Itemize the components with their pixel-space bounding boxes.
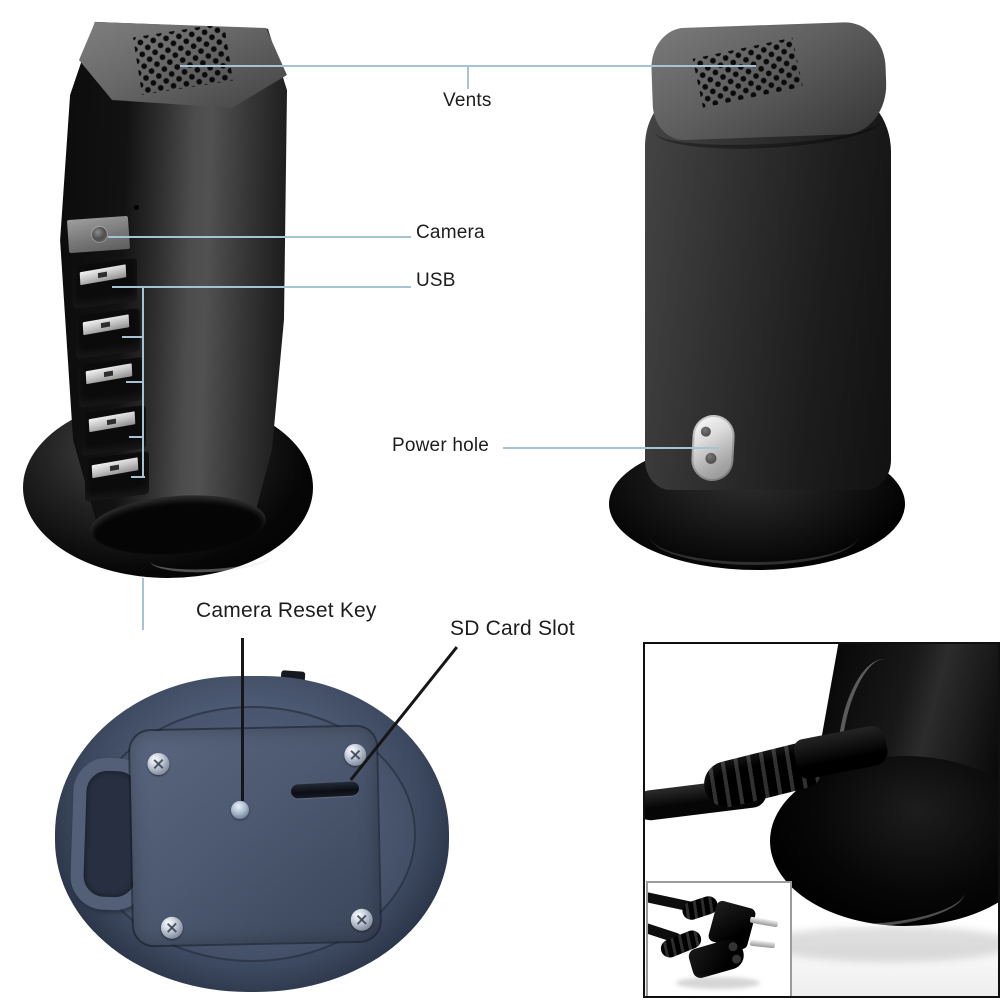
camera-reset-key-label: Camera Reset Key xyxy=(196,599,377,622)
reset-key-leader-line xyxy=(241,638,244,801)
usb-tick-port4 xyxy=(129,436,143,438)
usb-tick-port3 xyxy=(126,381,143,383)
usb-leader-vertical xyxy=(142,287,144,478)
usb-label: USB xyxy=(416,270,456,291)
usb-tick-port2 xyxy=(122,336,143,338)
power-hole-leader-line xyxy=(503,447,718,449)
screw-top-left xyxy=(147,752,170,776)
usb-tongue xyxy=(79,264,127,286)
vents-label: Vents xyxy=(443,90,492,111)
vents-leader-tick xyxy=(467,66,469,89)
vents-front xyxy=(133,23,233,95)
front-top-cap xyxy=(79,21,287,108)
usb-leader-line xyxy=(112,286,411,288)
bottom-cover-plate xyxy=(129,726,381,946)
mic-hole xyxy=(134,205,139,210)
plug-prong-upper xyxy=(749,916,779,928)
screw-bottom-right xyxy=(350,908,374,932)
vents-back xyxy=(692,37,803,108)
power-cord-inset xyxy=(646,881,792,996)
cord-shadow xyxy=(676,977,760,989)
usb-tongue xyxy=(88,411,136,433)
camera-leader-line xyxy=(108,236,411,238)
camera-label: Camera xyxy=(416,222,485,243)
plug-prong-lower xyxy=(749,939,776,949)
base-shadow xyxy=(765,926,998,962)
usb-tongue xyxy=(82,314,130,336)
screw-bottom-left xyxy=(160,916,184,939)
usb-tick-port5 xyxy=(131,476,145,478)
camera-lens xyxy=(91,226,108,243)
bottom-view-connector-line xyxy=(142,578,144,630)
camera-panel xyxy=(66,215,131,254)
power-hole-label: Power hole xyxy=(392,435,490,456)
usb-port-1 xyxy=(73,258,137,309)
sd-card-slot-label: SD Card Slot xyxy=(450,617,575,640)
power-closeup-frame xyxy=(643,642,1000,998)
camera-reset-key xyxy=(231,801,249,819)
usb-port-4 xyxy=(82,405,146,456)
usb-port-2 xyxy=(76,308,140,359)
back-tower-body xyxy=(645,90,891,490)
